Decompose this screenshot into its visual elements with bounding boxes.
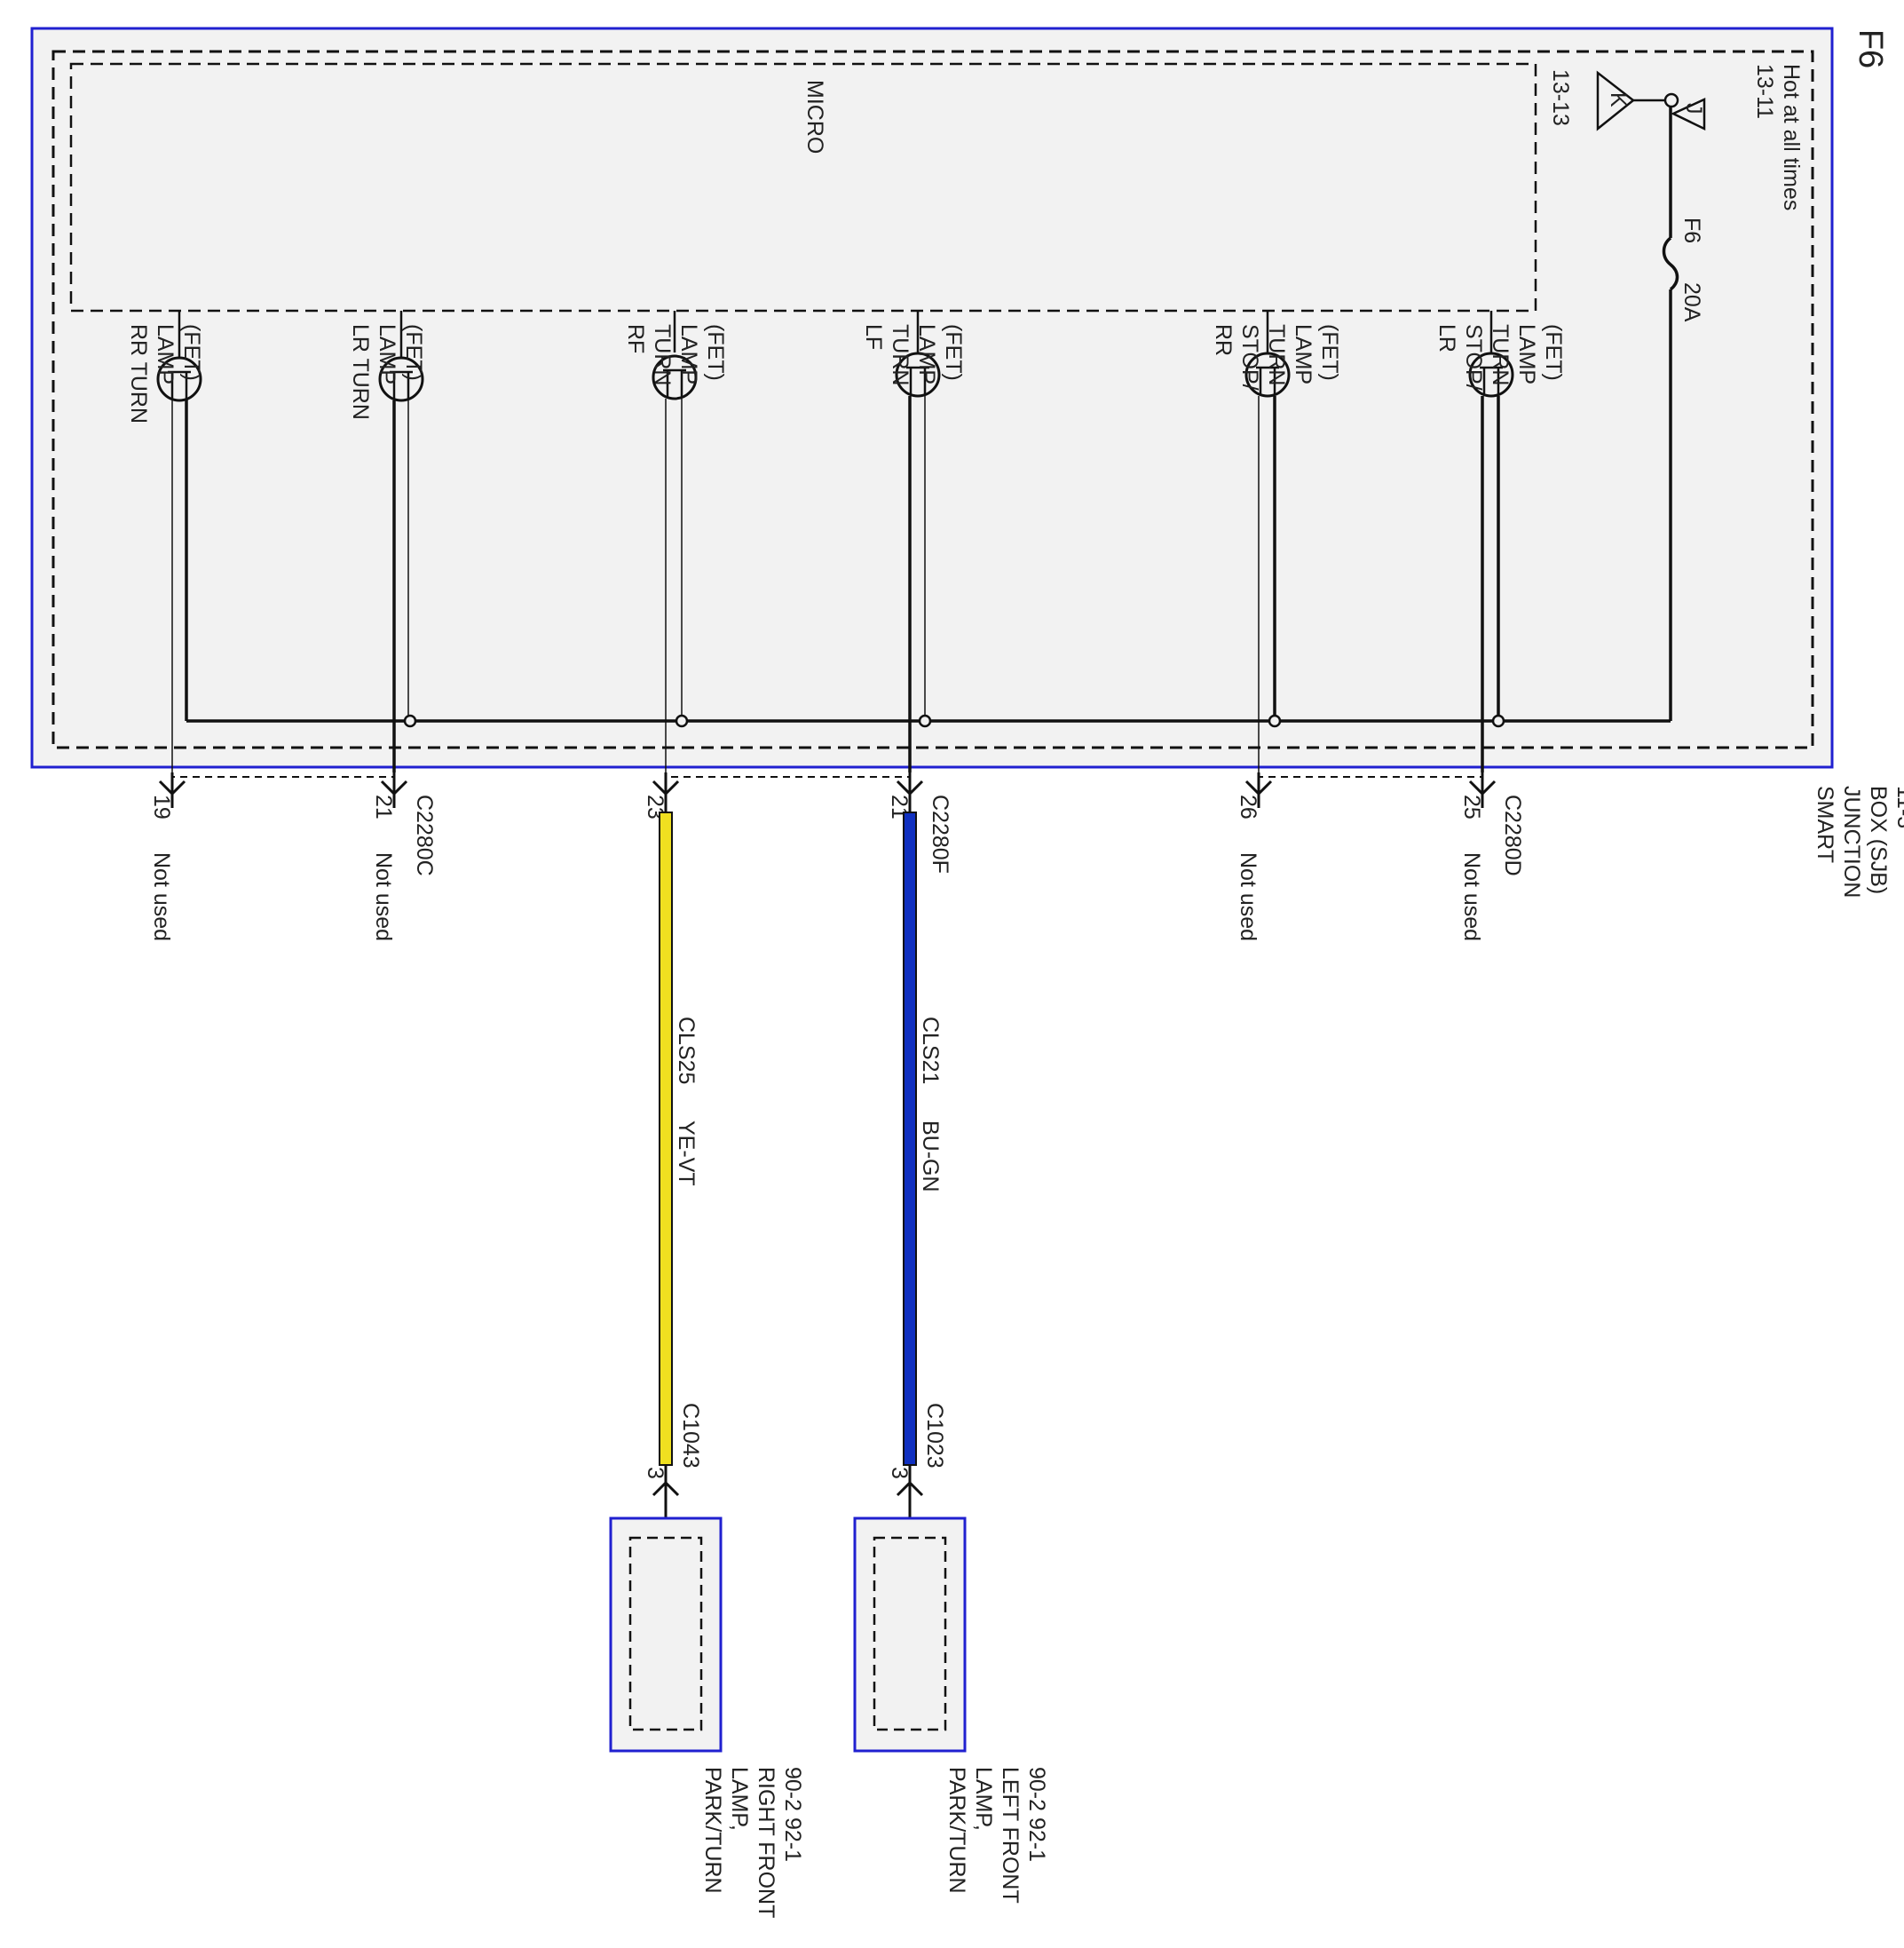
lamp-element: [873, 1536, 947, 1731]
lamp-pin: 3: [887, 1467, 912, 1479]
connector-chevron: [380, 780, 408, 796]
driver-lr-turn: LR TURN LAMP (FET): [348, 311, 426, 772]
pin-number: 21: [371, 795, 396, 820]
fet-gate: [1480, 366, 1503, 394]
connector-id: C2280D: [1500, 795, 1525, 876]
wire-circuit: CLS25: [674, 1017, 699, 1084]
fet-symbol: [895, 352, 941, 398]
connector-chevron: [158, 780, 186, 796]
fet-gate: [168, 370, 191, 399]
wire-cls21: CLS21 BU-GN: [903, 812, 943, 1466]
lamp-left-front: 3 C1023 PARK/TURN LAMP, LEFT FRONT 90-2 …: [853, 1403, 1049, 1909]
pin-19: 19 Not used: [149, 772, 186, 941]
fet-gate: [906, 366, 929, 394]
smart-junction-box: MICRO Hot at all times 13-11 J K 13-13 F…: [30, 27, 1834, 772]
driver-rr-turn: RR TURN LAMP (FET): [126, 311, 204, 772]
bus-junction: [918, 714, 932, 728]
fuse-rating: 20A: [1679, 282, 1704, 322]
driver-lf-turn: LF TURN LAMP (FET): [861, 311, 966, 772]
sjb-outline: [30, 27, 1834, 769]
pin-25: 25 C2280D Not used: [1459, 772, 1525, 941]
bus-junction: [403, 714, 417, 728]
driver-label: RF TURN LAMP (FET): [623, 324, 728, 392]
power-splice: [1663, 92, 1679, 108]
connector-chevron: [1468, 780, 1497, 796]
wire-color-code: YE-VT: [674, 1120, 699, 1186]
not-used-label: Not used: [1236, 852, 1260, 941]
pin-number: 25: [1459, 795, 1484, 820]
pin-number: 26: [1236, 795, 1260, 820]
lamp-connector-id: C1023: [922, 1403, 947, 1469]
bus-junction: [1491, 714, 1505, 728]
bus-junction: [1268, 714, 1282, 728]
wire-body: [659, 812, 673, 1466]
lamp-box: [609, 1516, 723, 1753]
lamp-pin: 3: [643, 1467, 668, 1479]
wire-color-code: BU-GN: [918, 1120, 943, 1192]
fuse-symbol: [1662, 236, 1679, 291]
fet-gate: [390, 370, 413, 399]
fet-symbol: [378, 356, 424, 402]
marker-j-label: J: [1681, 103, 1706, 115]
driver-rf-turn: RF TURN LAMP (FET): [623, 311, 728, 772]
not-used-label: Not used: [149, 852, 174, 941]
fet-symbol: [652, 354, 698, 400]
bus-junction: [675, 714, 689, 728]
fet-gate: [1256, 366, 1279, 394]
connector-chevron: [1244, 780, 1273, 796]
ref-13-13: 13-13: [1548, 69, 1573, 126]
marker-k-label: K: [1606, 92, 1631, 107]
sjb-name: SMART JUNCTION BOX (SJB) 11-3 151-24: [1813, 786, 1904, 904]
group-c2280d: [1258, 776, 1483, 781]
fet-gate: [663, 368, 686, 397]
lamp-element: [628, 1536, 703, 1731]
driver-label: RR STOP/ TURN LAMP (FET): [1211, 324, 1342, 397]
driver-label: LF TURN LAMP (FET): [861, 324, 966, 392]
pin-23: 23: [643, 772, 680, 820]
wire-cls25: CLS25 YE-VT: [659, 812, 699, 1466]
hot-label: Hot at all times 13-11: [1752, 64, 1804, 217]
connector-groups: [171, 776, 1483, 781]
connector-chevron: [652, 1480, 680, 1497]
wire-circuit: CLS21: [918, 1017, 943, 1084]
sjb-dashed-boundary: [51, 50, 1814, 749]
lamp-box: [853, 1516, 967, 1753]
connector-chevron: [652, 780, 680, 796]
driver-label: RR TURN LAMP (FET): [126, 324, 204, 430]
group-c2280f: [665, 776, 911, 781]
micro-block: [69, 62, 1537, 313]
group-c2280c: [171, 776, 395, 781]
connector-id: C2280C: [412, 795, 437, 876]
lamp-name: PARK/TURN LAMP, RIGHT FRONT 90-2 92-1: [700, 1767, 805, 1924]
wire-body: [903, 812, 917, 1466]
pin-21-f: 21 C2280F: [887, 772, 952, 874]
pin-number: 19: [149, 795, 174, 820]
fet-symbol: [156, 356, 202, 402]
pin-21-c: 21 C2280C Not used: [371, 772, 437, 941]
fet-symbol: [1244, 352, 1291, 398]
driver-label: LR STOP/ TURN LAMP (FET): [1434, 324, 1566, 397]
not-used-label: Not used: [1459, 852, 1484, 941]
connector-chevron: [896, 780, 924, 796]
connector-marker-j: [1671, 98, 1706, 131]
lamp-connector-id: C1043: [678, 1403, 703, 1469]
page-label: F6: [1852, 29, 1889, 68]
fet-symbol: [1468, 352, 1514, 398]
not-used-label: Not used: [371, 852, 396, 941]
driver-label: LR TURN LAMP (FET): [348, 324, 426, 426]
connector-marker-k: [1596, 70, 1636, 131]
micro-label: MICRO: [802, 80, 827, 154]
driver-lr-stop-turn: LR STOP/ TURN LAMP (FET): [1434, 311, 1566, 772]
fuse-id: F6: [1679, 218, 1704, 243]
lamp-name: PARK/TURN LAMP, LEFT FRONT 90-2 92-1: [944, 1767, 1049, 1909]
lamp-right-front: 3 C1043 PARK/TURN LAMP, RIGHT FRONT 90-2…: [609, 1403, 805, 1924]
pin-26: 26 Not used: [1236, 772, 1273, 941]
connector-id: C2280F: [928, 795, 952, 874]
driver-rr-stop-turn: RR STOP/ TURN LAMP (FET): [1211, 311, 1342, 772]
connector-chevron: [896, 1480, 924, 1497]
